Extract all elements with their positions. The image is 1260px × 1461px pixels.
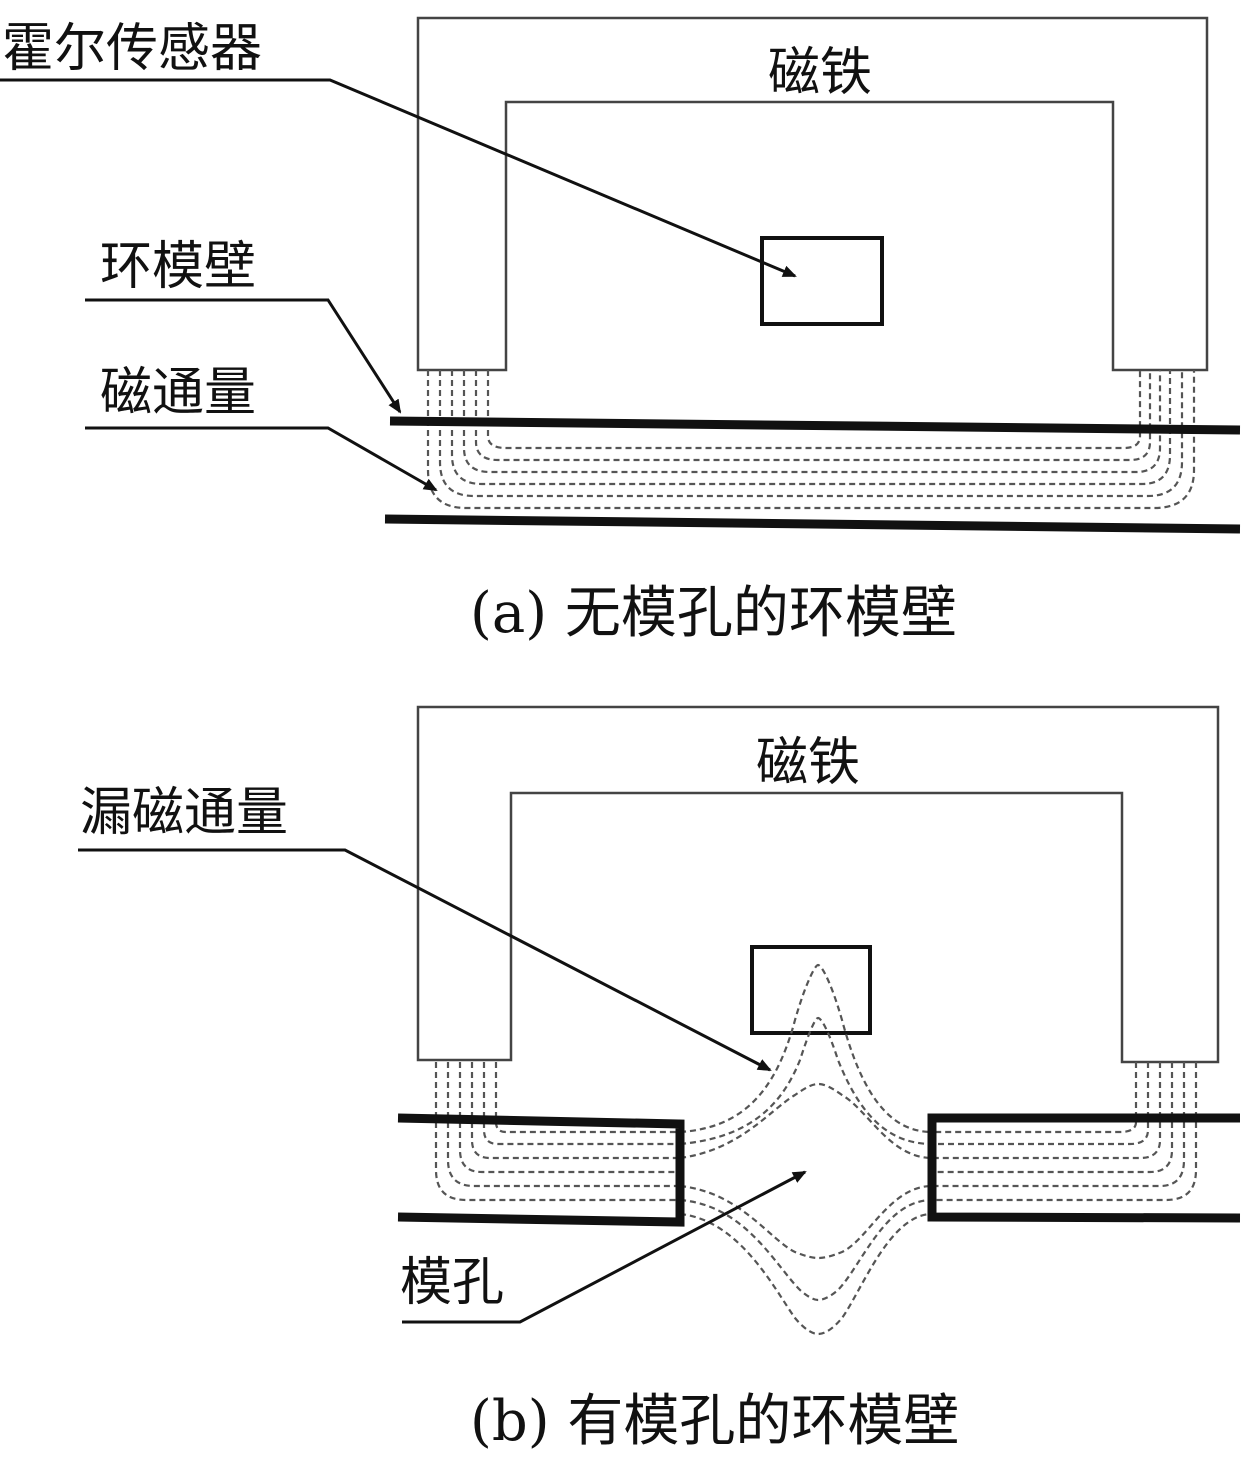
flux-label: 磁通量 [100, 363, 256, 423]
mold-hole-label: 模孔 [400, 1253, 504, 1313]
flux-leader [85, 426, 438, 492]
magnet-b [416, 705, 1220, 1064]
mold-wall-left-b [397, 1113, 685, 1227]
panel-b: 磁铁 [78, 705, 1241, 1454]
mold-hole-leader [402, 1170, 807, 1324]
leakage-flux-leader [78, 848, 772, 1072]
hall-sensor-leader [0, 78, 797, 278]
caption-a: (a) 无模孔的环模壁 [470, 581, 957, 646]
hall-sensor-label: 霍尔传感器 [2, 19, 262, 79]
mold-wall-bottom-a [384, 514, 1241, 534]
hall-sensor-a [760, 236, 884, 326]
mold-wall-right-b [927, 1113, 1241, 1223]
magnet-a [416, 16, 1209, 372]
mold-wall-leader [85, 298, 402, 414]
magnet-label-a: 磁铁 [768, 43, 872, 103]
caption-b: (b) 有模孔的环模壁 [470, 1389, 959, 1454]
flux-lines-a [426, 370, 1196, 510]
panel-a: 磁铁 霍尔传感器 环模壁 磁通量 (a) 无模孔的环模壁 [0, 16, 1241, 646]
magnet-label-b: 磁铁 [756, 733, 860, 793]
mold-wall-label: 环模壁 [100, 237, 256, 297]
hall-sensor-b [750, 945, 872, 1035]
leakage-flux-label: 漏磁通量 [80, 783, 288, 843]
mold-wall-top-a [389, 416, 1241, 435]
